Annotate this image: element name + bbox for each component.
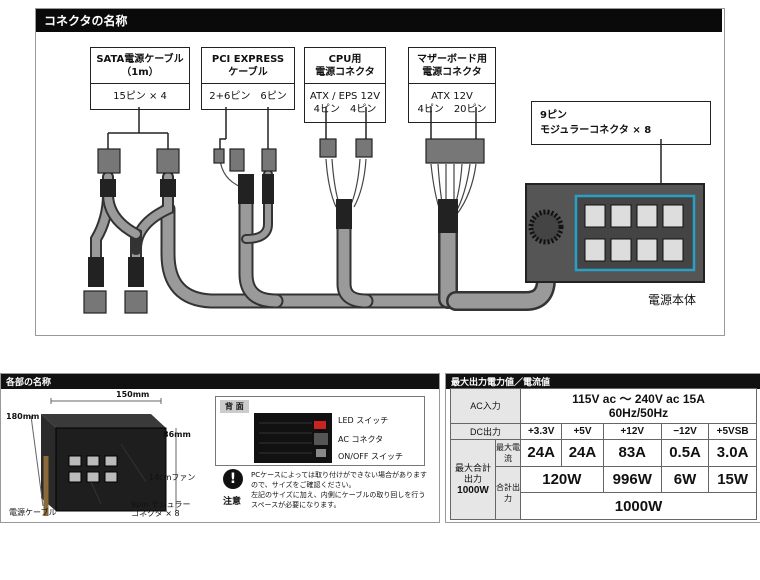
rail-5v: +5V <box>561 422 604 441</box>
current-minus12v: 0.5A <box>660 439 710 467</box>
dc-output-label: DC出力 <box>450 422 521 441</box>
height-dim: 86mm <box>163 430 191 439</box>
cpu-type: ATX / EPS 12V <box>309 91 381 102</box>
pci-plug-2+6pin-b <box>229 148 245 172</box>
mb-pins: 4ピン 20ピン <box>417 104 487 115</box>
combined-12v: 996W <box>602 465 662 494</box>
modular-part-label: 9pin モジュラーコネクタ × 8 <box>131 500 191 518</box>
mb-label-box: マザーボード用電源コネクタ ATX 12V 4ピン 20ピン <box>408 47 496 123</box>
spec-table: AC入力 115V ac ～ 240V ac 15A 60Hz/50Hz DC出… <box>450 388 757 521</box>
onoff-switch-label: ON/OFF スイッチ <box>338 452 404 461</box>
connector-panel: コネクタの名称 SATA電源ケーブル （1m） 15ピン × 4 PCI EXPR… <box>35 8 725 336</box>
cpu-plug-1 <box>319 138 337 158</box>
psu-body-label: 電源本体 <box>648 293 697 307</box>
total-label-3: 1000W <box>457 485 489 497</box>
rail-minus12v: −12V <box>660 422 710 441</box>
sata-cable <box>160 201 464 309</box>
caution-label: 注意 <box>223 497 242 507</box>
sata-plug-1 <box>97 148 121 174</box>
sata-plug-3 <box>83 290 107 314</box>
back-panel-box: 背 面 LED スイッチ AC コネクタ ON/OFF スイッチ <box>215 396 425 466</box>
caution-text: PCケースによっては取り付けができない場合があります ので、サイズをご確認くださ… <box>251 471 428 509</box>
pci-pins: 2+6ピン 6ピン <box>209 91 287 102</box>
modular-label-1: 9ピン <box>540 110 567 121</box>
sata-plug-4 <box>124 290 148 314</box>
caution-icon: ! <box>223 469 243 489</box>
spec-panel: 最大出力電力値／電流値 AC入力 115V ac ～ 240V ac 15A 6… <box>445 373 760 523</box>
rail-12v: +12V <box>602 422 662 441</box>
mb-title: マザーボード用 <box>417 54 487 65</box>
cpu-subtitle: 電源コネクタ <box>315 67 375 78</box>
current-5v: 24A <box>561 439 604 467</box>
sata-plug-2 <box>156 148 180 174</box>
pci-plug-6pin <box>261 148 277 172</box>
current-5vsb: 3.0A <box>708 439 757 467</box>
modular-label-box: 9ピン モジュラーコネクタ × 8 <box>531 101 711 145</box>
current-12v: 83A <box>602 439 662 467</box>
cpu-label-box: CPU用電源コネクタ ATX / EPS 12V 4ピン 4ピン <box>304 47 386 123</box>
ac-connector-label: AC コネクタ <box>338 435 384 444</box>
sata-label-box: SATA電源ケーブル （1m） 15ピン × 4 <box>90 47 190 110</box>
depth-dim: 180mm <box>6 412 40 421</box>
cpu-title: CPU用 <box>328 54 362 65</box>
power-cable-label: 電源ケーブル <box>9 508 57 517</box>
pci-subtitle: ケーブル <box>228 67 268 78</box>
modular-ports <box>584 204 684 262</box>
rail-3v3: +3.3V <box>519 422 563 441</box>
current-3v3: 24A <box>519 439 563 467</box>
ac-input-value: 115V ac ～ 240V ac 15A <box>572 391 705 406</box>
ac-input-frequency: 60Hz/50Hz <box>608 405 669 420</box>
pci-label-box: PCI EXPRESS ケーブル 2+6ピン 6ピン <box>201 47 295 110</box>
back-panel-title: 背 面 <box>220 400 249 413</box>
psu-3d-illustration <box>30 398 177 516</box>
mb-plug <box>425 138 485 164</box>
ac-input-label: AC入力 <box>450 388 521 424</box>
max-current-label: 最大電流 <box>495 439 521 467</box>
fan-label: 14cmファン <box>149 473 196 482</box>
psu-grommet <box>528 209 564 245</box>
spec-panel-title: 最大出力電力値／電流値 <box>446 374 760 389</box>
combined-minus12v: 6W <box>660 465 710 494</box>
parts-panel: 各部の名称 150mm 180mm 86mm 14cmファン 9pin モジュラ… <box>0 373 440 523</box>
combined-3v3-5v: 120W <box>520 465 604 494</box>
led-switch-label: LED スイッチ <box>338 416 389 425</box>
total-label-1: 最大合計 <box>454 463 491 474</box>
mb-type: ATX 12V <box>431 91 473 102</box>
sata-pins: 15ピン × 4 <box>113 91 167 102</box>
total-output-value: 1000W <box>520 492 757 520</box>
total-label-2: 出力 <box>463 474 482 485</box>
sata-subtitle: （1m） <box>121 67 159 78</box>
cpu-plug-2 <box>355 138 373 158</box>
cable-diagram <box>83 107 705 314</box>
pci-plug-2+6pin-a <box>213 148 225 164</box>
sata-title: SATA電源ケーブル <box>96 54 184 65</box>
connector-panel-title: コネクタの名称 <box>36 9 722 32</box>
mb-subtitle: 電源コネクタ <box>422 67 482 78</box>
rail-5vsb: +5VSB <box>708 422 757 441</box>
back-panel-image <box>254 413 332 463</box>
combined-5vsb: 15W <box>708 465 757 494</box>
combined-output-label: 合計出力 <box>495 465 521 521</box>
cpu-pins: 4ピン 4ピン <box>313 104 377 115</box>
pci-title: PCI EXPRESS <box>211 54 285 65</box>
width-dim: 150mm <box>116 390 150 399</box>
modular-label-2: モジュラーコネクタ × 8 <box>540 125 652 136</box>
parts-panel-title: 各部の名称 <box>1 374 439 389</box>
